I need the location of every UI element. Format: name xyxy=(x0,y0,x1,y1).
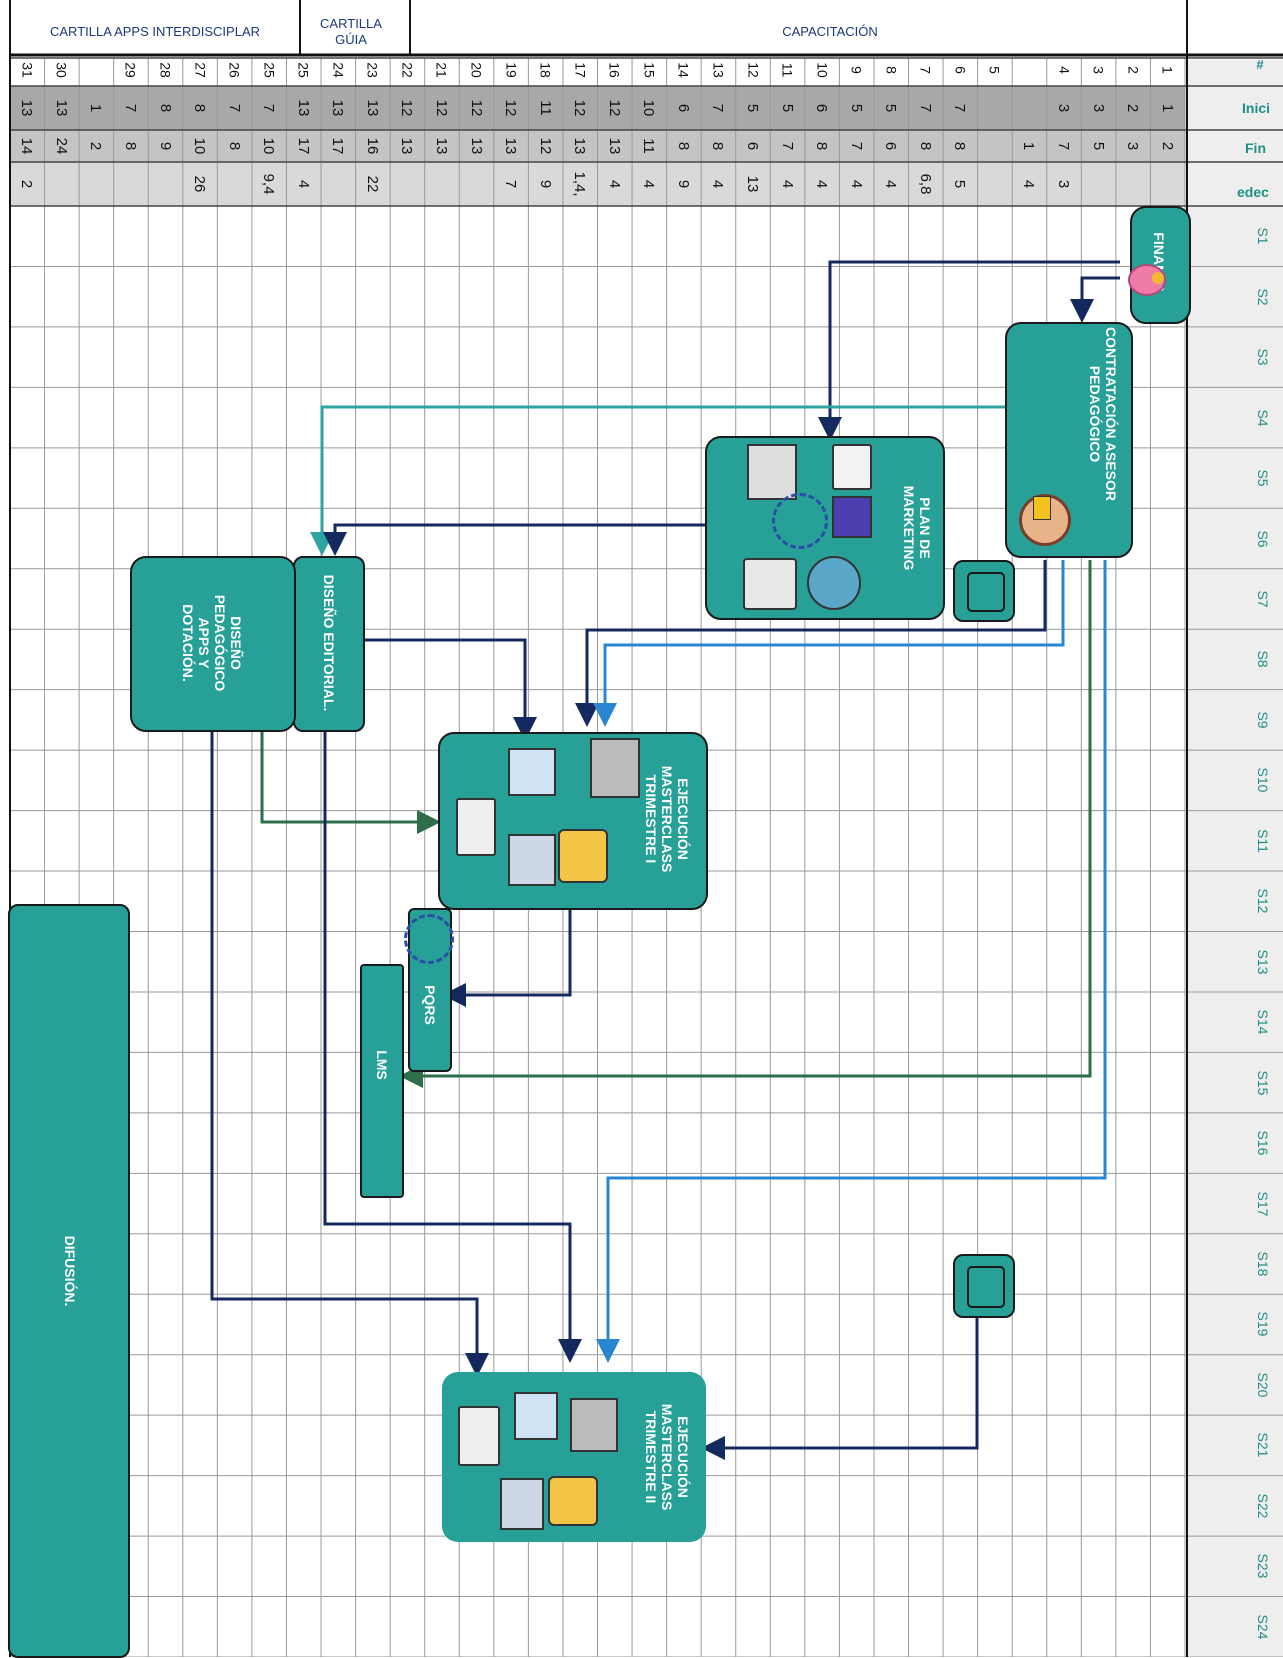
arrow-contratacion-lms xyxy=(399,560,1092,1088)
phone-icon xyxy=(967,1266,1005,1308)
team-icon xyxy=(558,829,608,883)
task-finanza[interactable]: FINANZA xyxy=(1128,206,1191,324)
task-pqrs[interactable]: PQRS xyxy=(404,908,454,1072)
media-player-icon xyxy=(747,444,797,500)
arrow-contratacion-editorial xyxy=(310,405,1010,556)
task-lms-label: LMS xyxy=(374,1050,390,1080)
coin-icon xyxy=(1152,272,1164,284)
arrow-contratacion-master1-b xyxy=(593,560,1065,727)
task-diseno-editorial[interactable]: DISEÑO EDITORIAL. xyxy=(293,556,365,732)
task-masterclass2-label: EJECUCIÓN MASTERCLASS TRIMESTRE II xyxy=(643,1403,691,1511)
social-media-icon xyxy=(404,914,454,964)
arrow-finanza-contratacion xyxy=(1070,276,1120,323)
phone-icon-box-bottom[interactable] xyxy=(953,1254,1015,1318)
arrow-editorial-master2 xyxy=(323,726,582,1363)
header-cartilla-apps: CARTILLA APPS INTERDISCIPLAR xyxy=(50,24,260,39)
task-marketing-label: PLAN DE MARKETING xyxy=(901,485,933,571)
website-icon xyxy=(832,496,872,538)
classroom-icon xyxy=(590,738,640,798)
task-pqrs-label: PQRS xyxy=(422,985,438,1025)
task-contratacion-label: CONTRATACIÓN ASESOR PEDAGÓGICO xyxy=(1087,327,1119,501)
task-finanza-label: FINANZA xyxy=(1151,232,1167,294)
row-label-fin: Fin xyxy=(1245,140,1266,156)
phone-icon-box-top[interactable] xyxy=(953,560,1015,622)
certificate-icon xyxy=(832,444,872,490)
presenter-icon xyxy=(514,1392,558,1440)
arrow-phone-master2 xyxy=(701,1310,979,1460)
arrow-contratacion-master1 xyxy=(575,560,1047,727)
task-masterclass1-label: EJECUCIÓN MASTERCLASS TRIMESTRE I xyxy=(643,765,691,873)
task-difusion-label: DIFUSIÓN. xyxy=(62,1235,78,1307)
presenter-icon xyxy=(508,748,556,796)
task-contratacion-asesor[interactable]: CONTRATACIÓN ASESOR PEDAGÓGICO xyxy=(1005,322,1133,558)
phone-icon xyxy=(967,572,1005,612)
team-icon xyxy=(548,1476,598,1526)
books-icon xyxy=(508,834,556,886)
books-icon xyxy=(500,1478,544,1530)
task-diseno-pedagogico-label: DISEÑO PEDAGÓGICO APPS Y DOTACIÓN. xyxy=(180,594,244,692)
diploma-icon xyxy=(458,1406,500,1466)
task-masterclass-trimestre-2[interactable]: EJECUCIÓN MASTERCLASS TRIMESTRE II xyxy=(442,1372,706,1542)
header-cartilla-guia: CARTILLA GÚIA xyxy=(320,16,382,47)
header-hash: # xyxy=(1256,56,1264,72)
task-diseno-pedagogico[interactable]: DISEÑO PEDAGÓGICO APPS Y DOTACIÓN. xyxy=(130,556,296,732)
header-capacitacion: CAPACITACIÓN xyxy=(782,24,878,39)
task-difusion[interactable]: DIFUSIÓN. xyxy=(8,904,130,1658)
arrow-finanza-marketing xyxy=(818,260,1120,441)
row-label-predecesoras: edec xyxy=(1237,184,1269,200)
arrow-pedagogico-master2 xyxy=(210,726,489,1377)
task-plan-marketing[interactable]: PLAN DE MARKETING xyxy=(705,436,945,620)
row-label-inicio: Inici xyxy=(1242,100,1271,116)
book-icon xyxy=(1033,496,1051,520)
arrow-pedagogico-master1 xyxy=(260,724,441,834)
arrow-contratacion-master2 xyxy=(596,560,1107,1363)
classroom-icon xyxy=(570,1398,618,1452)
task-lms[interactable]: LMS xyxy=(360,964,404,1198)
social-network-icon xyxy=(772,493,828,549)
arrow-marketing-editorial xyxy=(323,523,705,556)
diploma-icon xyxy=(456,798,496,856)
branding-icon xyxy=(743,558,797,610)
logo-design-icon xyxy=(807,556,861,610)
arrow-editorial-master1 xyxy=(362,638,537,741)
task-masterclass-trimestre-1[interactable]: EJECUCIÓN MASTERCLASS TRIMESTRE I xyxy=(438,732,708,910)
task-diseno-editorial-label: DISEÑO EDITORIAL. xyxy=(321,574,337,712)
arrow-master1-pqrs xyxy=(442,904,572,1007)
